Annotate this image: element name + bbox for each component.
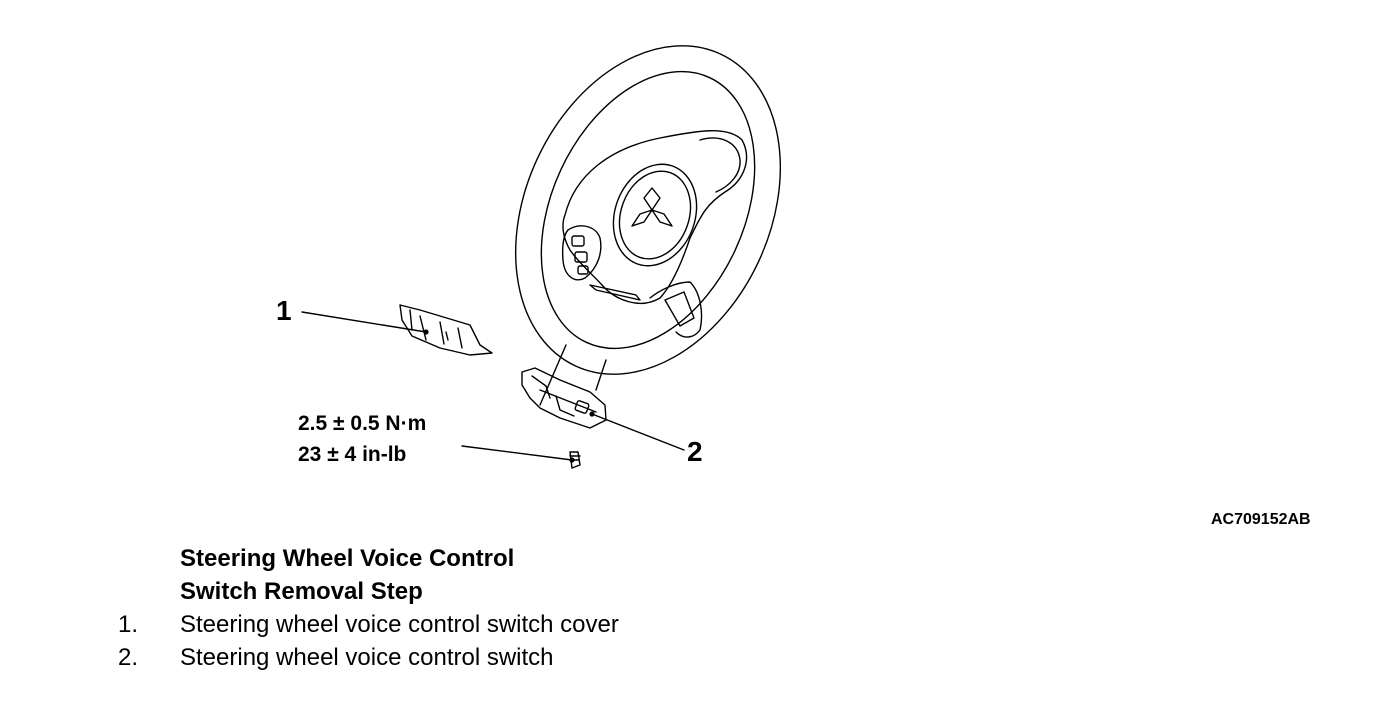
legend-heading-line1: Steering Wheel Voice Control: [180, 545, 515, 572]
callout-2-label: 2: [687, 436, 703, 467]
three-diamond-emblem: [631, 187, 673, 227]
callout-2-leader: [591, 413, 685, 451]
torque-metric: 2.5 ± 0.5 N·m: [298, 412, 427, 435]
step-text: Steering wheel voice control switch cove…: [180, 611, 619, 638]
voice-switch-cover-part: [399, 304, 493, 356]
list-item: 2. Steering wheel voice control switch: [118, 641, 640, 674]
figure-id: AC709152AB: [1211, 511, 1311, 528]
callout-1-leader: [301, 311, 427, 333]
step-number: 1.: [118, 611, 139, 638]
legend-heading-line2: Switch Removal Step: [180, 578, 423, 605]
steering-wheel: [514, 45, 782, 406]
callout-1-label: 1: [276, 295, 292, 326]
voice-switch-part: [521, 367, 607, 429]
torque-leader: [461, 445, 573, 461]
step-text: Steering wheel voice control switch: [180, 644, 554, 671]
list-item: 1. Steering wheel voice control switch c…: [118, 608, 640, 641]
step-number: 2.: [118, 644, 139, 671]
legend-heading: Steering Wheel Voice Control Switch Remo…: [180, 542, 514, 608]
removal-steps-list: 1. Steering wheel voice control switch c…: [118, 608, 640, 674]
torque-imperial: 23 ± 4 in-lb: [298, 443, 407, 466]
torque-spec: 2.5 ± 0.5 N·m 23 ± 4 in-lb: [298, 408, 426, 470]
